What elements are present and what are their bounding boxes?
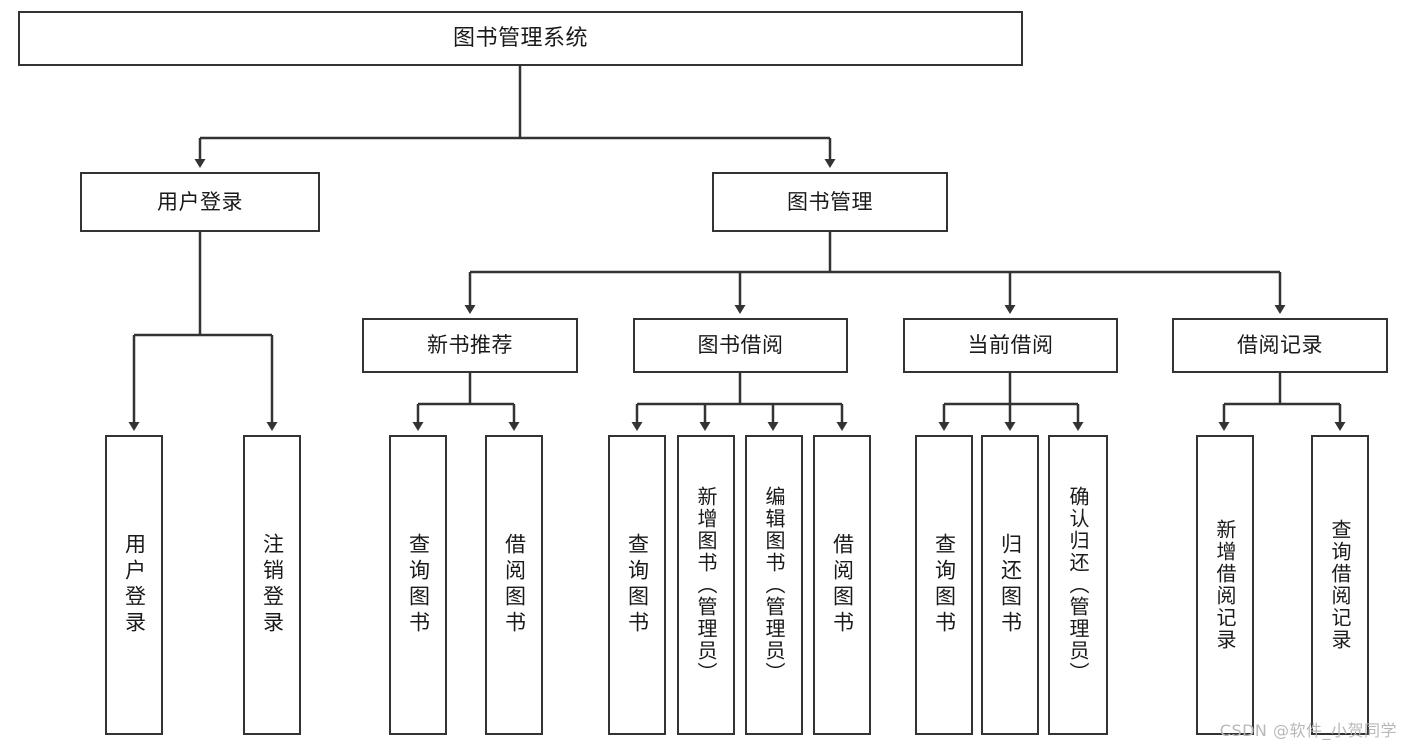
node-borrow-record[interactable]: 借阅记录 (1172, 318, 1388, 373)
node-new-book-recommend[interactable]: 新书推荐 (362, 318, 578, 373)
node-new-book-recommend-label: 新书推荐 (427, 333, 513, 358)
node-leaf-query-borrow-record[interactable]: 查询借阅记录 (1311, 435, 1369, 735)
node-leaf-borrow-book-1-label: 借阅图书 (502, 533, 527, 637)
node-current-borrow-label: 当前借阅 (967, 333, 1054, 358)
node-leaf-user-login-label: 用户登录 (122, 533, 147, 637)
node-leaf-edit-book-admin-label: 编辑图书（管理员） (762, 486, 786, 684)
node-current-borrow[interactable]: 当前借阅 (903, 318, 1118, 373)
node-leaf-query-book-1-label: 查询图书 (406, 533, 431, 637)
node-leaf-return-book-label: 归还图书 (998, 533, 1023, 637)
node-leaf-borrow-book-1[interactable]: 借阅图书 (485, 435, 543, 735)
node-user-login-label: 用户登录 (157, 189, 243, 214)
node-book-borrow[interactable]: 图书借阅 (633, 318, 848, 373)
node-leaf-confirm-return-admin-label: 确认归还（管理员） (1066, 486, 1090, 684)
node-leaf-user-login[interactable]: 用户登录 (105, 435, 163, 735)
node-leaf-return-book[interactable]: 归还图书 (981, 435, 1039, 735)
node-root[interactable]: 图书管理系统 (18, 11, 1023, 66)
node-book-management[interactable]: 图书管理 (712, 172, 948, 232)
node-leaf-query-book-1[interactable]: 查询图书 (389, 435, 447, 735)
node-leaf-query-book-3-label: 查询图书 (932, 533, 957, 637)
node-leaf-add-book-admin-label: 新增图书（管理员） (694, 486, 718, 684)
node-user-login[interactable]: 用户登录 (80, 172, 320, 232)
node-leaf-query-book-2-label: 查询图书 (625, 533, 650, 637)
node-leaf-confirm-return-admin[interactable]: 确认归还（管理员） (1048, 435, 1108, 735)
node-leaf-query-book-2[interactable]: 查询图书 (608, 435, 666, 735)
watermark: CSDN @软件_小贺同学 (1219, 721, 1397, 740)
node-leaf-add-borrow-record[interactable]: 新增借阅记录 (1196, 435, 1254, 735)
node-leaf-borrow-book-2[interactable]: 借阅图书 (813, 435, 871, 735)
node-leaf-add-book-admin[interactable]: 新增图书（管理员） (677, 435, 735, 735)
node-leaf-logout-label: 注销登录 (260, 533, 285, 637)
node-leaf-borrow-book-2-label: 借阅图书 (830, 533, 855, 637)
node-book-borrow-label: 图书借阅 (697, 333, 784, 358)
node-borrow-record-label: 借阅记录 (1237, 333, 1323, 358)
node-leaf-logout[interactable]: 注销登录 (243, 435, 301, 735)
node-root-label: 图书管理系统 (452, 25, 588, 51)
node-book-management-label: 图书管理 (787, 189, 873, 214)
node-leaf-edit-book-admin[interactable]: 编辑图书（管理员） (745, 435, 803, 735)
node-leaf-query-borrow-record-label: 查询借阅记录 (1328, 519, 1352, 651)
node-leaf-query-book-3[interactable]: 查询图书 (915, 435, 973, 735)
node-leaf-add-borrow-record-label: 新增借阅记录 (1213, 519, 1237, 651)
